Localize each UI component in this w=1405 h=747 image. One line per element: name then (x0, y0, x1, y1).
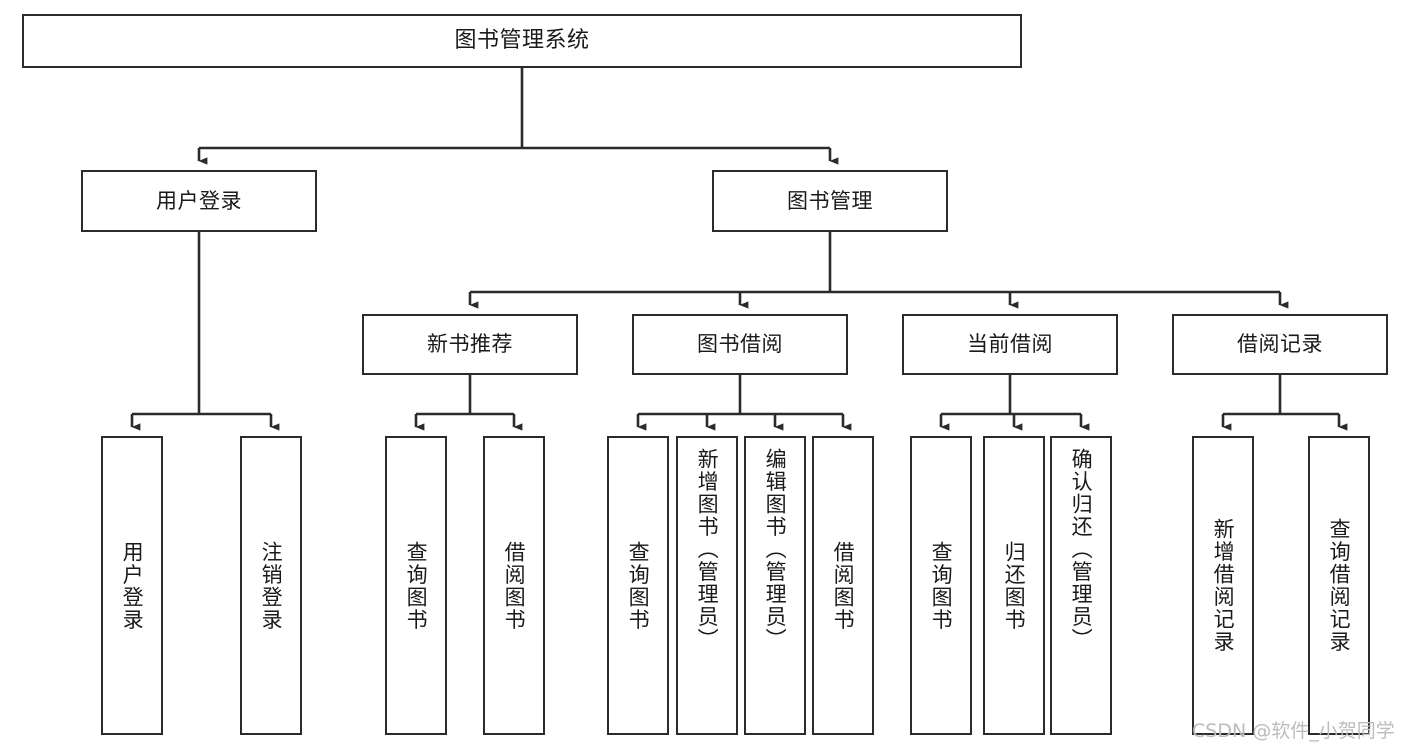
node-leaf-borrow-book-recommendation[interactable]: 借阅图书 (483, 436, 545, 735)
node-label: 编辑图书（管理员） (763, 448, 788, 651)
node-user-login[interactable]: 用户登录 (81, 170, 317, 232)
node-label: 归还图书 (1002, 540, 1027, 631)
node-leaf-query-book-recommendation[interactable]: 查询图书 (385, 436, 447, 735)
node-label: 借阅图书 (831, 540, 856, 631)
node-label: 查询借阅记录 (1327, 518, 1352, 653)
node-borrowing-records[interactable]: 借阅记录 (1172, 314, 1388, 375)
node-label: 查询图书 (404, 540, 429, 631)
node-label: 用户登录 (120, 540, 145, 631)
node-current-borrowing[interactable]: 当前借阅 (902, 314, 1118, 375)
node-leaf-user-logout[interactable]: 注销登录 (240, 436, 302, 735)
node-label: 注销登录 (259, 540, 284, 631)
node-label: 新增图书（管理员） (695, 448, 720, 651)
node-label: 用户登录 (156, 188, 242, 213)
node-leaf-query-borrow-record[interactable]: 查询借阅记录 (1308, 436, 1370, 735)
node-label: 查询图书 (929, 540, 954, 631)
node-root-book-management-system[interactable]: 图书管理系统 (22, 14, 1022, 68)
node-leaf-confirm-return-admin[interactable]: 确认归还（管理员） (1050, 436, 1112, 735)
node-label: 图书借阅 (697, 332, 783, 356)
node-label: 借阅图书 (502, 540, 527, 631)
node-leaf-edit-book-admin[interactable]: 编辑图书（管理员） (744, 436, 806, 735)
node-label: 当前借阅 (967, 332, 1053, 356)
node-label: 查询图书 (626, 540, 651, 631)
node-leaf-add-borrow-record[interactable]: 新增借阅记录 (1192, 436, 1254, 735)
node-book-borrowing[interactable]: 图书借阅 (632, 314, 848, 375)
node-book-management[interactable]: 图书管理 (712, 170, 948, 232)
node-leaf-query-book-current[interactable]: 查询图书 (910, 436, 972, 735)
node-new-book-recommendation[interactable]: 新书推荐 (362, 314, 578, 375)
node-label: 图书管理系统 (454, 28, 590, 53)
node-label: 图书管理 (787, 188, 873, 213)
node-leaf-add-book-admin[interactable]: 新增图书（管理员） (676, 436, 738, 735)
node-leaf-query-book-borrowing[interactable]: 查询图书 (607, 436, 669, 735)
node-label: 借阅记录 (1237, 332, 1323, 356)
watermark-text: CSDN @软件_小贺同学 (1192, 720, 1395, 742)
node-label: 新增借阅记录 (1211, 518, 1236, 653)
node-leaf-return-book[interactable]: 归还图书 (983, 436, 1045, 735)
node-label: 新书推荐 (427, 332, 513, 356)
node-label: 确认归还（管理员） (1069, 448, 1094, 651)
node-leaf-borrow-book[interactable]: 借阅图书 (812, 436, 874, 735)
node-leaf-user-login[interactable]: 用户登录 (101, 436, 163, 735)
